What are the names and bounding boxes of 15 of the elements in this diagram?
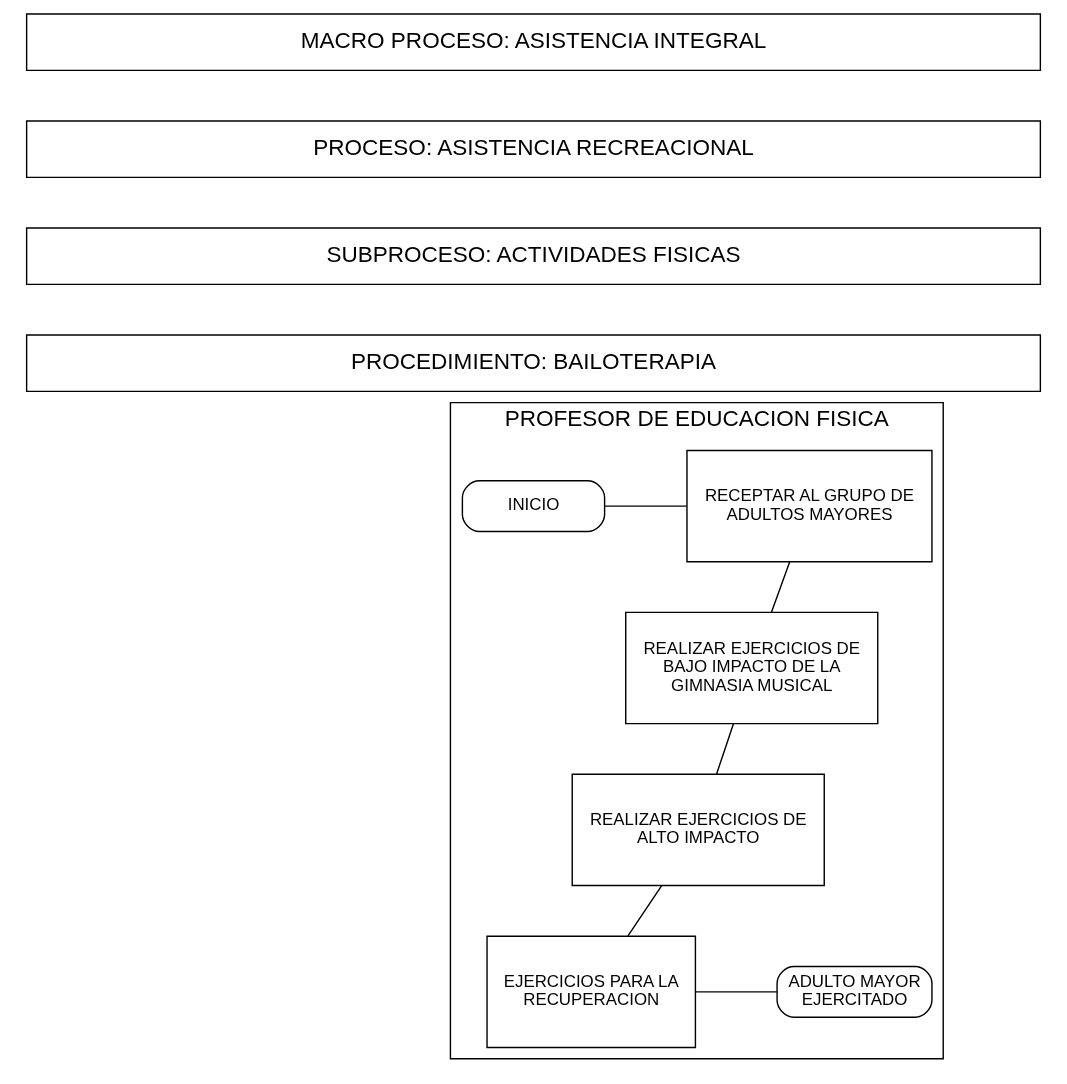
- node-box: SUBPROCESO: ACTIVIDADES FISICAS: [25, 227, 1042, 286]
- node-box: EJERCICIOS PARA LA RECUPERACION: [486, 935, 697, 1049]
- node-box: REALIZAR EJERCICIOS DE ALTO IMPACTO: [571, 773, 825, 887]
- connector: [627, 884, 663, 937]
- connector: [715, 723, 735, 775]
- node-box: MACRO PROCESO: ASISTENCIA INTEGRAL: [25, 13, 1042, 72]
- node-box: PROCESO: ASISTENCIA RECREACIONAL: [25, 120, 1042, 179]
- node-box: INICIO: [461, 480, 606, 533]
- connector: [603, 505, 688, 507]
- node-box: REALIZAR EJERCICIOS DE BAJO IMPACTO DE LA GIMNASIA MUSICAL: [625, 611, 879, 725]
- node-box: ADULTO MAYOR EJERCITADO: [776, 965, 933, 1018]
- node-box: RECEPTAR AL GRUPO DE ADULTOS MAYORES: [686, 449, 933, 563]
- connector: [694, 991, 778, 993]
- node-box: PROCEDIMIENTO: BAILOTERAPIA: [25, 334, 1042, 393]
- connector: [770, 561, 791, 613]
